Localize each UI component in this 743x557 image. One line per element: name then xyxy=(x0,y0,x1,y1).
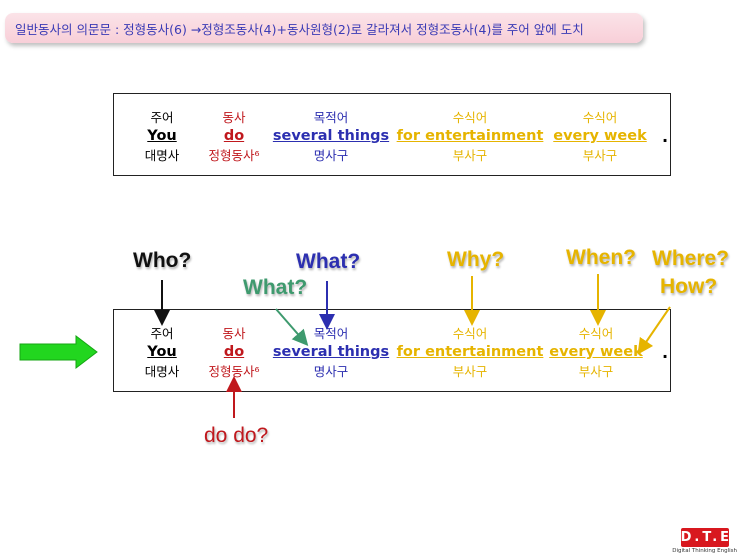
question-what-verb: What? xyxy=(243,276,308,299)
column-sub: 부사구 xyxy=(452,364,488,379)
sentence-period: . xyxy=(662,127,669,146)
column-label: 목적어 xyxy=(313,110,349,125)
title-banner: 일반동사의 의문문 : 정형동사(6) →정형조동사(4)+동사원형(2)로 갈… xyxy=(5,13,643,43)
column-label: 수식어 xyxy=(452,110,488,125)
column-verb: 동사 do 정형동사⁶ xyxy=(208,108,259,165)
banner-text: 일반동사의 의문문 : 정형동사(6) →정형조동사(4)+동사원형(2)로 갈… xyxy=(15,21,584,37)
column-label: 수식어 xyxy=(452,326,488,341)
column-word: do xyxy=(223,344,245,360)
question-why: Why? xyxy=(447,248,505,271)
column-sub: 명사구 xyxy=(313,148,349,163)
column-sub: 정형동사⁶ xyxy=(208,364,260,379)
question-when: When? xyxy=(566,246,636,269)
sentence-box-top: 주어 You 대명사 동사 do 정형동사⁶ 목적어 several thing… xyxy=(113,93,671,176)
column-word: every week xyxy=(553,128,647,144)
column-modifier-when: 수식어 every week 부사구 xyxy=(553,108,646,165)
column-modifier-why: 수식어 for entertainment 부사구 xyxy=(397,108,544,165)
logo-subtitle: Digital Thinking English xyxy=(672,548,737,554)
sentence-box-bottom: 주어 You 대명사 동사 do 정형동사⁶ 목적어 several thing… xyxy=(113,309,671,392)
column-word: every week xyxy=(549,344,643,360)
column-word: You xyxy=(147,344,177,360)
column-object: 목적어 several things 명사구 xyxy=(273,108,389,165)
column-word: do xyxy=(223,128,245,144)
column-sub: 정형동사⁶ xyxy=(208,148,260,163)
column-sub: 대명사 xyxy=(144,148,180,163)
column-modifier-why: 수식어 for entertainment 부사구 xyxy=(397,324,544,381)
column-label: 주어 xyxy=(150,326,174,341)
column-word: several things xyxy=(272,344,390,360)
column-word: for entertainment xyxy=(396,128,544,144)
column-sub: 부사구 xyxy=(578,364,614,379)
sentence-period: . xyxy=(662,343,669,362)
column-label: 주어 xyxy=(150,110,174,125)
what-verb-arrow xyxy=(275,308,309,347)
question-who: Who? xyxy=(133,249,192,272)
column-label: 동사 xyxy=(222,110,246,125)
question-what-object: What? xyxy=(296,250,361,273)
column-label: 동사 xyxy=(222,326,246,341)
question-where: Where? xyxy=(652,247,730,270)
question-how: How? xyxy=(660,275,718,298)
column-sub: 부사구 xyxy=(582,148,618,163)
column-subject: 주어 You 대명사 xyxy=(145,324,180,381)
column-sub: 부사구 xyxy=(452,148,488,163)
column-label: 수식어 xyxy=(582,110,618,125)
column-word: You xyxy=(147,128,177,144)
column-sub: 명사구 xyxy=(313,364,349,379)
where-how-arrow xyxy=(637,306,671,355)
column-subject: 주어 You 대명사 xyxy=(145,108,180,165)
column-modifier-when: 수식어 every week 부사구 xyxy=(549,324,642,381)
logo-mark: D.T.E xyxy=(680,528,733,547)
dte-logo: D.T.E Digital Thinking English xyxy=(672,528,737,554)
column-word: for entertainment xyxy=(396,344,544,360)
column-label: 수식어 xyxy=(578,326,614,341)
column-word: several things xyxy=(272,128,390,144)
green-right-arrow-icon xyxy=(19,334,98,370)
question-do-do: do do? xyxy=(204,424,269,447)
column-verb: 동사 do 정형동사⁶ xyxy=(208,324,259,381)
column-sub: 대명사 xyxy=(144,364,180,379)
